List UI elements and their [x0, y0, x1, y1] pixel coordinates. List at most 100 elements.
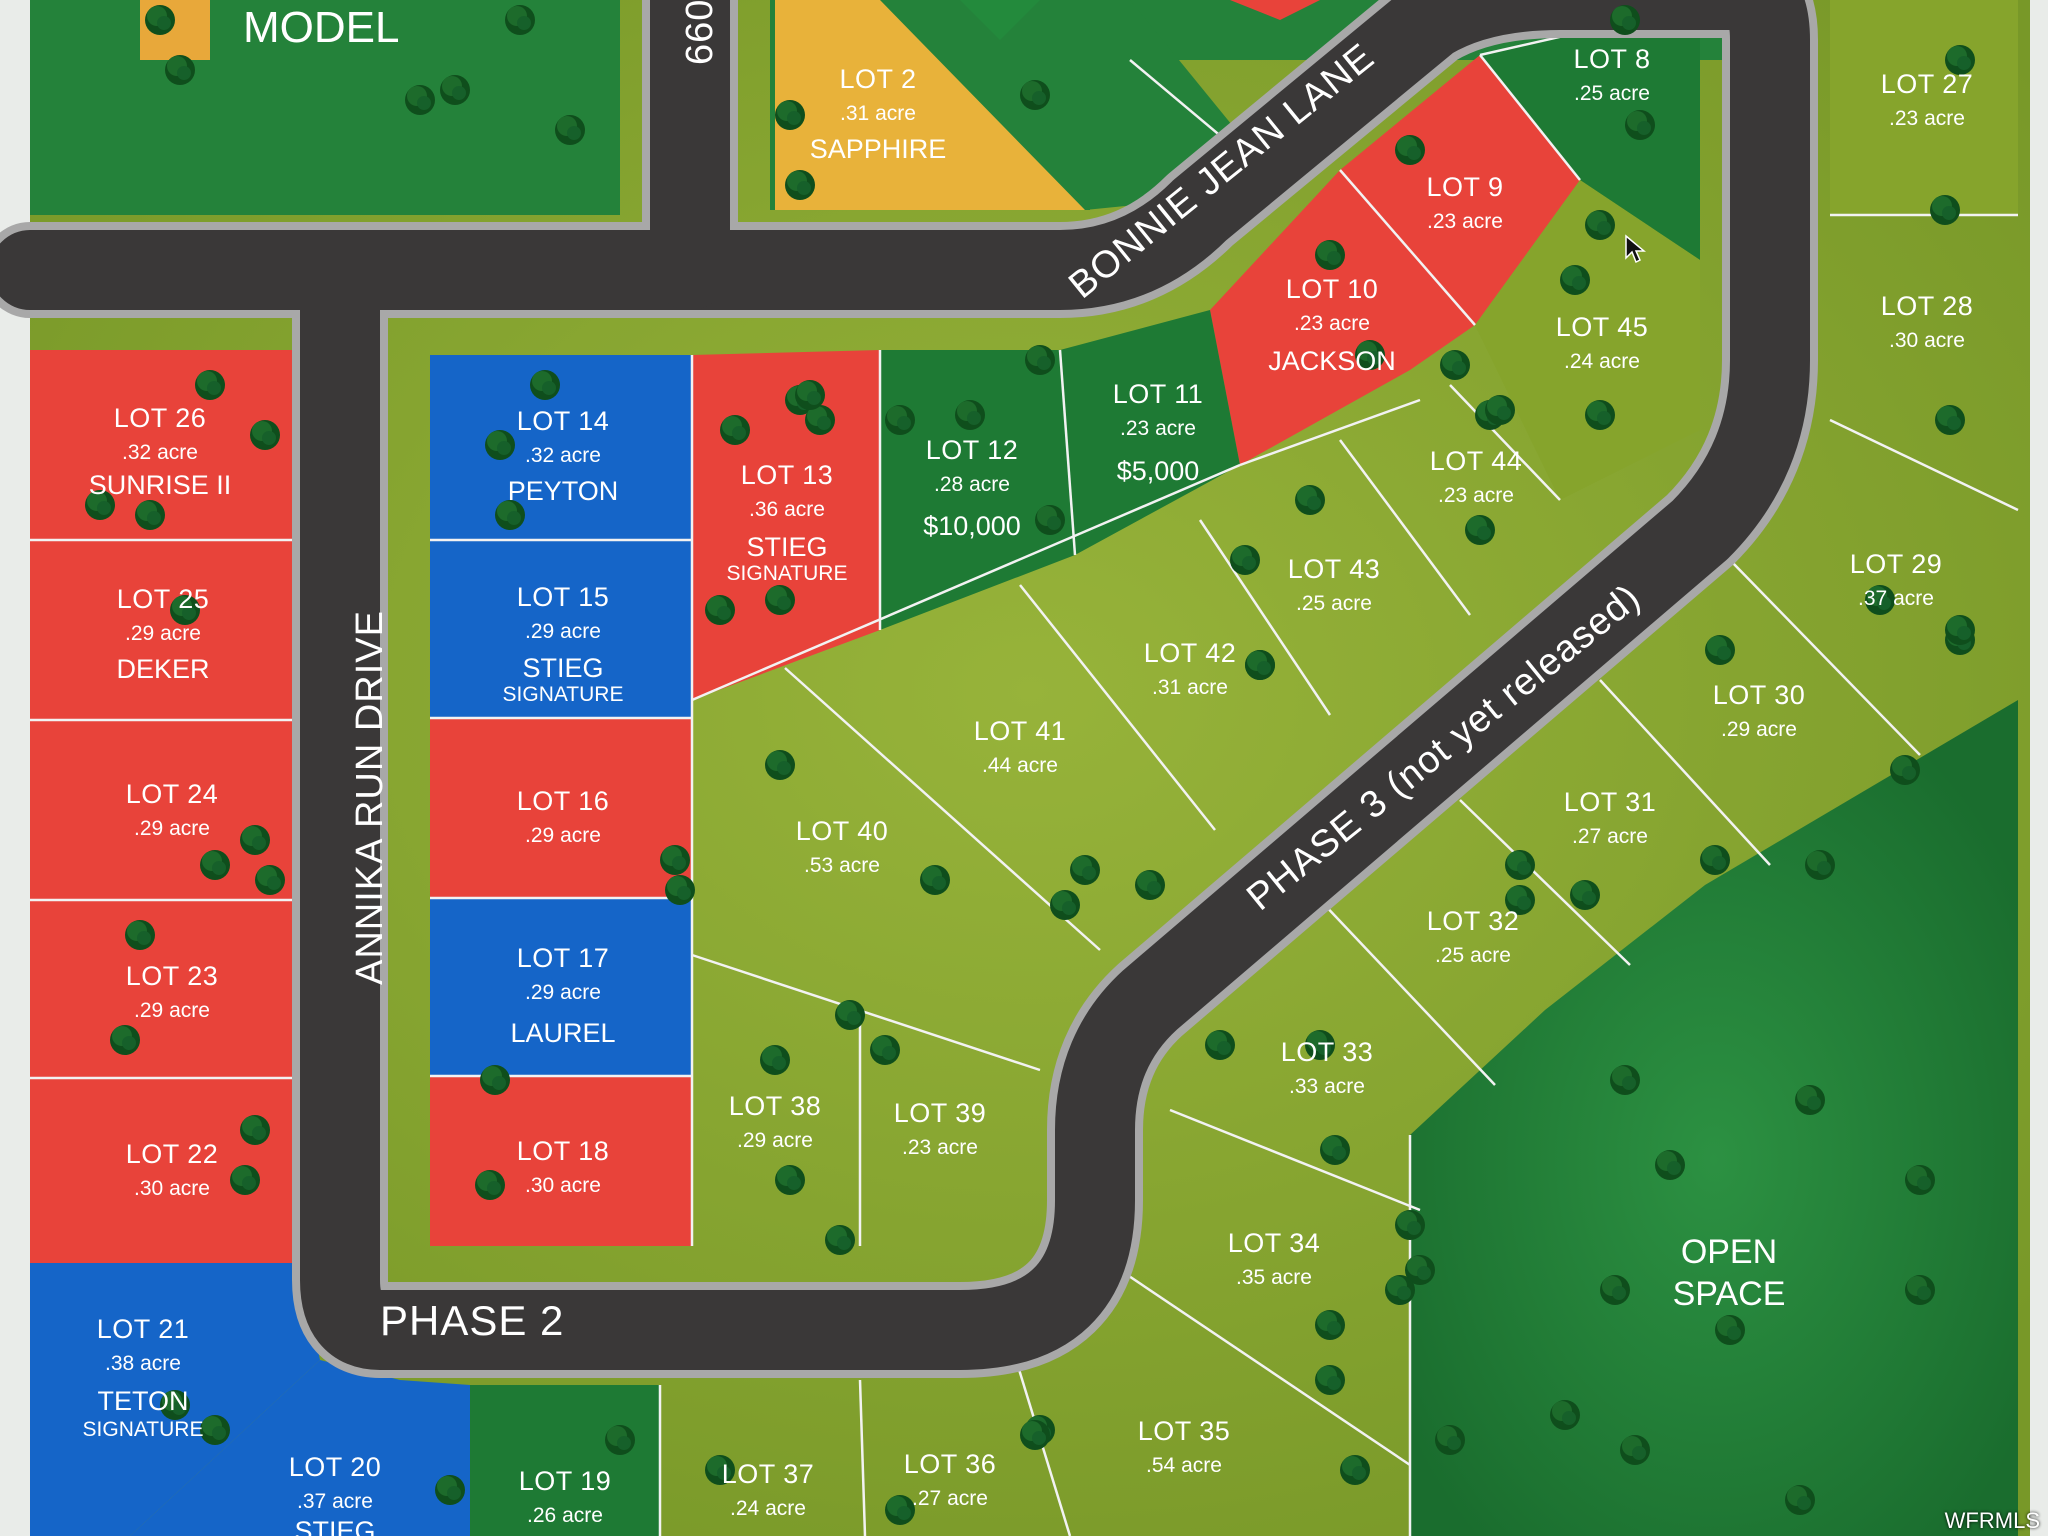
- lot-25-parcel[interactable]: [30, 540, 295, 720]
- lot-19-parcel[interactable]: [470, 1385, 660, 1536]
- lot-22-label[interactable]: LOT 22.30 acre: [126, 1139, 219, 1200]
- lot-28-label[interactable]: LOT 28.30 acre: [1881, 291, 1974, 352]
- svg-text:LOT 25: LOT 25: [117, 584, 210, 614]
- svg-text:STIEG: STIEG: [746, 532, 827, 562]
- lot-43-label[interactable]: LOT 43.25 acre: [1288, 554, 1381, 615]
- lot-45-parcel[interactable]: [1475, 180, 1700, 500]
- svg-text:LOT 23: LOT 23: [126, 961, 219, 991]
- svg-text:.29 acre: .29 acre: [1721, 718, 1797, 741]
- lot-10-parcel[interactable]: [1210, 170, 1475, 465]
- lot-31-label[interactable]: LOT 31 .27 acre: [1564, 787, 1657, 848]
- svg-text:.23 acre: .23 acre: [1438, 484, 1514, 507]
- svg-text:.28 acre: .28 acre: [934, 473, 1010, 496]
- svg-text:SIGNATURE: SIGNATURE: [503, 683, 624, 706]
- svg-text:.30 acre: .30 acre: [134, 1177, 210, 1200]
- lot-27-label[interactable]: LOT 27.23 acre: [1881, 69, 1974, 130]
- svg-text:LOT 9: LOT 9: [1426, 172, 1503, 202]
- lot-32-label[interactable]: LOT 32.25 acre: [1427, 906, 1520, 967]
- lot-23-label[interactable]: LOT 23.29 acre: [126, 961, 219, 1022]
- svg-text:LOT 10: LOT 10: [1286, 274, 1379, 304]
- svg-text:LOT 37: LOT 37: [722, 1459, 815, 1489]
- svg-text:LOT 41: LOT 41: [974, 716, 1067, 746]
- svg-text:.31 acre: .31 acre: [1152, 676, 1228, 699]
- open-space-label-2: SPACE: [1673, 1275, 1786, 1313]
- svg-text:.25 acre: .25 acre: [1574, 82, 1650, 105]
- lot-36-label[interactable]: LOT 36.27 acre: [904, 1449, 997, 1510]
- lot-23-parcel[interactable]: [30, 900, 295, 1078]
- lot-14-parcel[interactable]: [430, 355, 692, 540]
- lot-9-parcel[interactable]: [1340, 55, 1580, 325]
- lot-39-label[interactable]: LOT 39.23 acre: [894, 1098, 987, 1159]
- svg-text:SAPPHIRE: SAPPHIRE: [810, 134, 947, 164]
- lot-19-label[interactable]: LOT 19.26 acre: [519, 1466, 612, 1527]
- lot-38-label[interactable]: LOT 38.29 acre: [729, 1091, 822, 1152]
- lot-16-label[interactable]: LOT 16.29 acre: [517, 786, 610, 847]
- svg-text:LOT 14: LOT 14: [517, 406, 610, 436]
- lot-41-label[interactable]: LOT 41.44 acre: [974, 716, 1067, 777]
- lot-30-label[interactable]: LOT 30.29 acre: [1713, 680, 1806, 741]
- svg-text:LOT 34: LOT 34: [1228, 1228, 1321, 1258]
- road-network: [0, 0, 1818, 1378]
- lot-15-parcel[interactable]: [430, 540, 692, 718]
- lot-8-label[interactable]: LOT 8.25 acre: [1573, 44, 1650, 105]
- svg-text:LOT 24: LOT 24: [126, 779, 219, 809]
- mouse-cursor-icon: [1625, 234, 1646, 264]
- lot-29-label[interactable]: LOT 29 .37 acre: [1850, 549, 1943, 610]
- lot-11-parcel[interactable]: [1060, 310, 1240, 555]
- svg-text:.35 acre: .35 acre: [1236, 1266, 1312, 1289]
- svg-text:.33 acre: .33 acre: [1289, 1075, 1365, 1098]
- lot-33-label[interactable]: LOT 33.33 acre: [1281, 1037, 1374, 1098]
- svg-text:$10,000: $10,000: [923, 511, 1021, 541]
- svg-text:.38 acre: .38 acre: [105, 1352, 181, 1375]
- svg-text:.29 acre: .29 acre: [134, 817, 210, 840]
- lot-11-label[interactable]: LOT 11.23 acre$5,000: [1113, 379, 1204, 486]
- lot-16-parcel[interactable]: [430, 718, 692, 898]
- svg-text:DEKER: DEKER: [116, 654, 209, 684]
- svg-text:SIGNATURE: SIGNATURE: [727, 562, 848, 585]
- lot-17-parcel[interactable]: [430, 898, 692, 1076]
- svg-text:LOT 40: LOT 40: [796, 816, 889, 846]
- lot-24-label[interactable]: LOT 24 .29 acre: [126, 779, 219, 840]
- svg-text:.32 acre: .32 acre: [525, 444, 601, 467]
- svg-text:LOT 12: LOT 12: [926, 435, 1019, 465]
- lot-44-label[interactable]: LOT 44.23 acre: [1430, 446, 1523, 507]
- lot-9-label[interactable]: LOT 9 .23 acre: [1426, 172, 1503, 233]
- svg-text:.23 acre: .23 acre: [1294, 312, 1370, 335]
- lot-40-label[interactable]: LOT 40.53 acre: [796, 816, 889, 877]
- svg-text:LOT 31: LOT 31: [1564, 787, 1657, 817]
- lot-24-parcel[interactable]: [30, 720, 295, 900]
- open-space-label-1: OPEN: [1681, 1233, 1777, 1271]
- svg-text:.27 acre: .27 acre: [1572, 825, 1648, 848]
- lot-42-label[interactable]: LOT 42.31 acre: [1144, 638, 1237, 699]
- lot-8-parcel[interactable]: [1480, 5, 1700, 260]
- lot-18-label[interactable]: LOT 18.30 acre: [517, 1136, 610, 1197]
- lot-45-label[interactable]: LOT 45.24 acre: [1556, 312, 1649, 373]
- svg-text:.29 acre: .29 acre: [525, 824, 601, 847]
- svg-text:JACKSON: JACKSON: [1268, 346, 1396, 376]
- svg-text:PEYTON: PEYTON: [508, 476, 619, 506]
- lot-20-parcel[interactable]: [130, 1360, 470, 1536]
- svg-text:LOT 29: LOT 29: [1850, 549, 1943, 579]
- lot-12-label[interactable]: LOT 12 .28 acre $10,000: [923, 435, 1021, 541]
- lot-35-label[interactable]: LOT 35.54 acre: [1138, 1416, 1231, 1477]
- svg-text:LOT 38: LOT 38: [729, 1091, 822, 1121]
- svg-text:.37 acre: .37 acre: [1858, 587, 1934, 610]
- svg-text:LOT 2: LOT 2: [839, 64, 916, 94]
- svg-text:.23 acre: .23 acre: [1427, 210, 1503, 233]
- lot-18-parcel[interactable]: [430, 1076, 692, 1246]
- lot-37-label[interactable]: LOT 37.24 acre: [722, 1459, 815, 1520]
- svg-text:LOT 11: LOT 11: [1113, 379, 1204, 409]
- lot-34-label[interactable]: LOT 34 .35 acre: [1228, 1228, 1321, 1289]
- lot-12-parcel[interactable]: [880, 350, 1075, 630]
